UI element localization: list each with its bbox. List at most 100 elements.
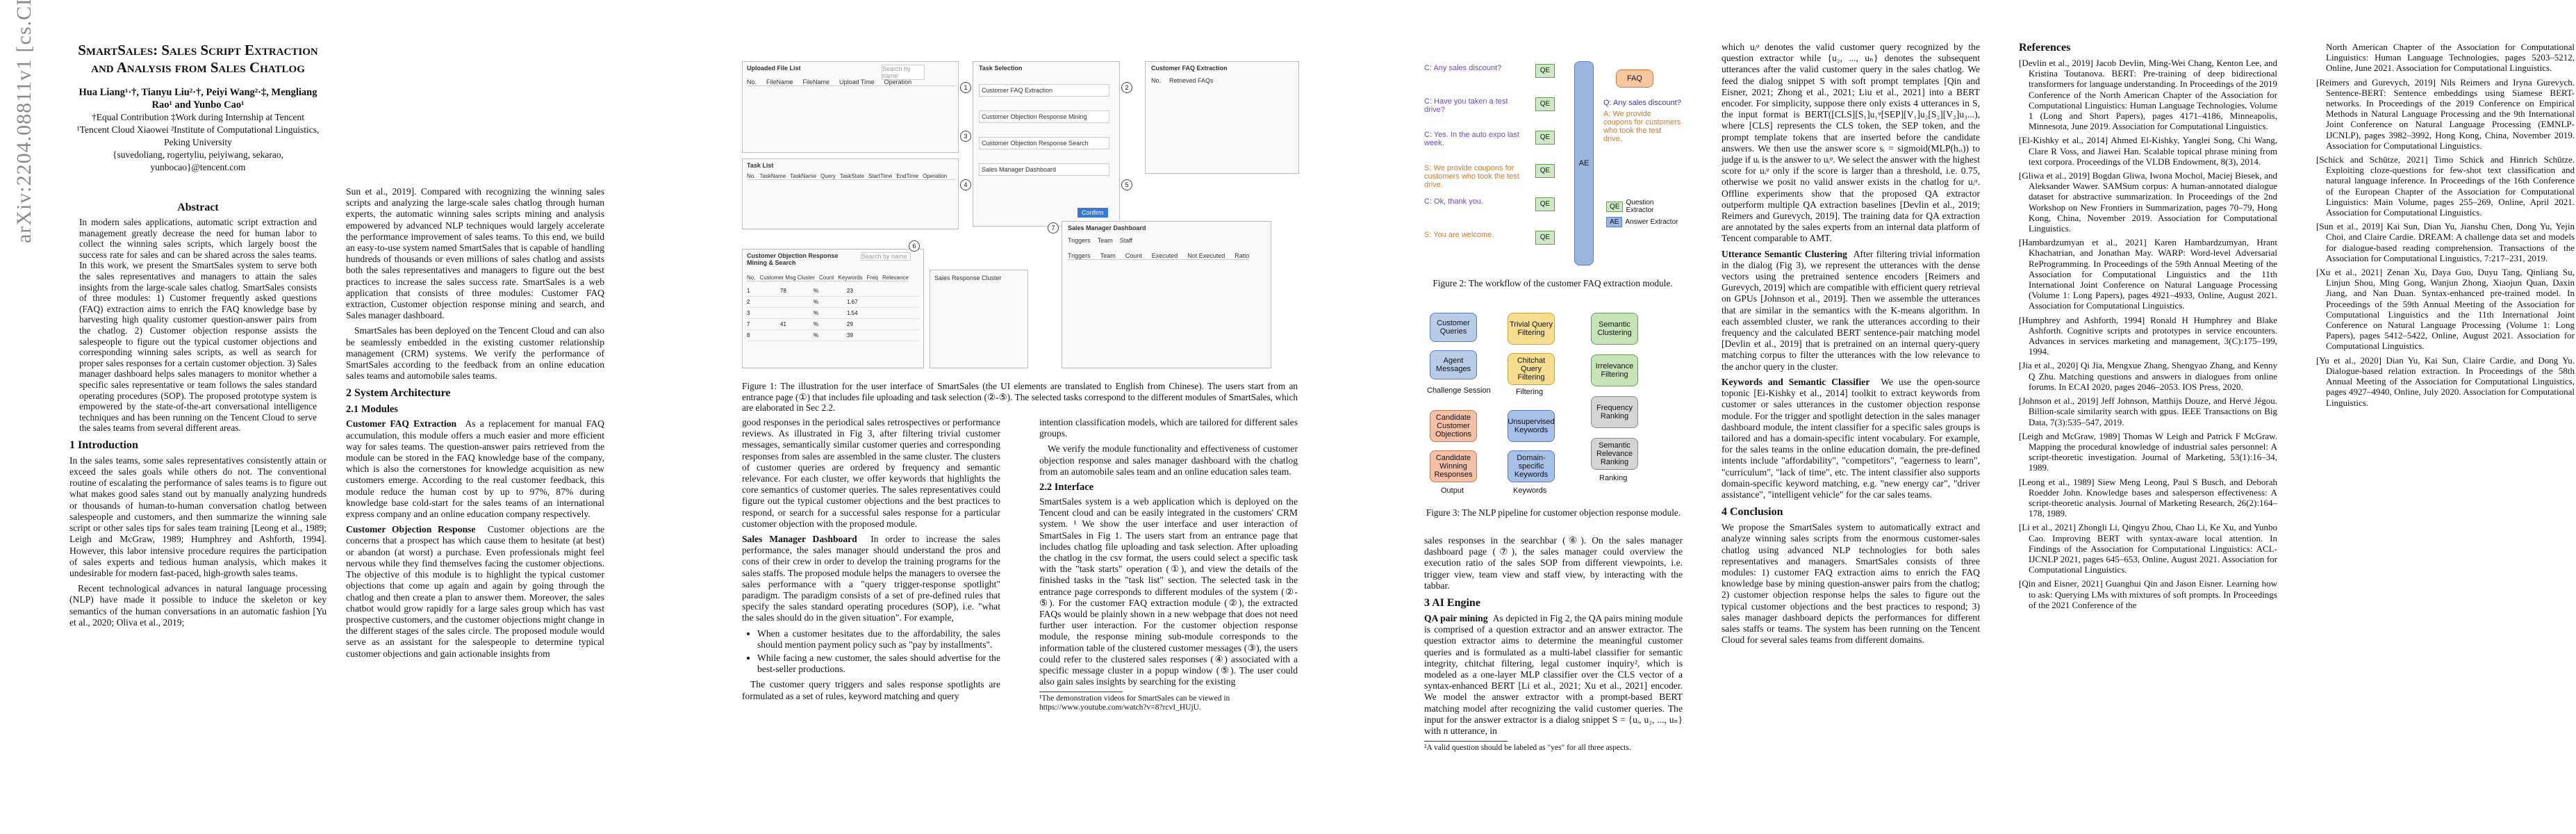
legend-ae-swatch: AE <box>1606 217 1623 227</box>
objection-header: No. <box>747 275 756 281</box>
objection-header: Freq <box>866 275 878 281</box>
file-table-headers: No. FileName FileName Upload Time Operat… <box>747 79 955 86</box>
conclusion-text: We propose the SmartSales system to auto… <box>1722 522 1980 646</box>
objection-header: Relevance <box>882 275 909 281</box>
section-3-title: 3 AI Engine <box>1424 597 1480 610</box>
task-option-objection-search[interactable]: Customer Objection Response Search <box>979 137 1109 149</box>
sop-example-2: While facing a new customer, the sales s… <box>757 653 1000 675</box>
abstract: Abstract In modern sales applications, a… <box>69 202 327 434</box>
section-2-1-title: 2.1 Modules <box>346 404 398 416</box>
ranking-label: Ranking <box>1599 474 1628 482</box>
step-marker-2: 2 <box>1121 82 1132 93</box>
table-cell: 7 <box>747 321 750 327</box>
uploaded-file-list-panel: Uploaded File List Search by name No. Fi… <box>742 61 959 153</box>
references-list-2: North American Chapter of the Associatio… <box>2316 42 2575 408</box>
keywords-paragraph: Keywords and Semantic Classifier We use … <box>1722 377 1980 500</box>
col2-paragraph-2: SmartSales has been deployed on the Tenc… <box>346 325 604 382</box>
reference-entry: [Devlin et al., 2019] Jacob Devlin, Ming… <box>2019 58 2277 132</box>
table-cell: 41 <box>780 321 786 327</box>
table-cell: % <box>814 310 819 316</box>
task-option-objection-mining[interactable]: Customer Objection Response Mining <box>979 111 1109 123</box>
column-3: good responses in the periodical sales r… <box>742 417 1000 706</box>
question-extractor-node: QE <box>1535 97 1555 111</box>
faq-extraction-panel: Customer FAQ Extraction No. Retrieved FA… <box>1145 61 1299 174</box>
col4-paragraph-1: intention classification models, which a… <box>1039 417 1298 439</box>
table-row[interactable]: 8%39 <box>747 330 919 341</box>
legend-qe-swatch: QE <box>1606 201 1624 212</box>
figure-1: Uploaded File List Search by name No. Fi… <box>742 61 1299 374</box>
candidate-responses-node: Candidate Winning Responses <box>1430 450 1477 482</box>
task-header: Query <box>820 173 836 179</box>
tab-staff[interactable]: Staff <box>1119 237 1133 244</box>
reference-entry: [Leong et al., 1989] Siew Meng Leong, Pa… <box>2019 476 2277 519</box>
trivial-filtering-node: Trivial Query Filtering <box>1508 313 1555 345</box>
objection-header: Keywords <box>838 275 863 281</box>
step-marker-4: 4 <box>960 179 971 190</box>
objection-module-text: Customer objections are the concerns tha… <box>346 524 605 659</box>
task-header: Operation <box>923 173 948 179</box>
table-cell: 23 <box>847 288 853 294</box>
file-search-input[interactable]: Search by name <box>882 65 925 80</box>
column-4: intention classification models, which a… <box>1039 417 1298 712</box>
unsupervised-keywords-node: Unsupervised Keywords <box>1508 410 1555 442</box>
objection-module-paragraph: Customer Objection Response Customer obj… <box>346 524 604 659</box>
filtering-label: Filtering <box>1516 388 1544 396</box>
sop-example-1: When a customer hesitates due to the aff… <box>757 628 1000 651</box>
keywords-head: Keywords and Semantic Classifier <box>1722 376 1870 387</box>
table-row[interactable]: 1 78% 23 <box>747 286 919 297</box>
faq-header: Retrieved FAQs <box>1169 77 1214 84</box>
column-5: sales responses in the searchbar (⑥). On… <box>1424 535 1683 753</box>
dialog-turn: C: Any sales discount? <box>1424 64 1502 72</box>
column-6: which uᵢᵠ denotes the valid customer que… <box>1722 42 1980 650</box>
objection-header: Count <box>819 275 834 281</box>
file-header: FileName <box>802 79 830 85</box>
faq-module-paragraph: Customer FAQ Extraction As a replacement… <box>346 418 604 520</box>
section-1-title: 1 Introduction <box>69 439 138 451</box>
sales-response-title: Sales Response Cluster <box>934 275 1002 281</box>
objection-panel-title: Customer Objection Response Mining & Sea… <box>747 252 839 266</box>
file-header: Upload Time <box>839 79 875 85</box>
sales-response-popup: Sales Response Cluster <box>930 270 1028 368</box>
uploaded-file-list-title: Uploaded File List <box>747 65 801 72</box>
frequency-ranking-node: Frequency Ranking <box>1591 396 1638 428</box>
tab-triggers[interactable]: Triggers <box>1068 237 1091 244</box>
table-cell: % <box>814 288 819 294</box>
table-cell: % <box>814 321 819 327</box>
table-cell: 78 <box>780 288 786 294</box>
table-row[interactable]: 3%1.54 <box>747 308 919 319</box>
step-marker-5: 5 <box>1121 179 1132 190</box>
table-cell: % <box>814 299 819 305</box>
figure-3-caption: Figure 3: The NLP pipeline for customer … <box>1426 507 1681 518</box>
faq-node: FAQ <box>1616 70 1653 88</box>
table-cell: 1 <box>747 288 750 294</box>
column-2: Sun et al., 2019]. Compared with recogni… <box>346 42 604 664</box>
confirm-button[interactable]: Confirm <box>1078 208 1108 218</box>
step-marker-6: 6 <box>909 240 920 252</box>
footnote-1: ¹The demonstration videos for SmartSales… <box>1039 694 1230 712</box>
faq-header: No. <box>1151 77 1162 84</box>
chitchat-filtering-node: Chitchat Query Filtering <box>1508 353 1555 385</box>
task-header: TaskState <box>839 173 864 179</box>
figure-3: Customer Queries Agent Messages Challeng… <box>1424 306 1683 584</box>
objection-search-input[interactable]: Search by name <box>861 252 911 261</box>
qa-mining-text: As depicted in Fig 2, the QA pairs minin… <box>1424 613 1683 737</box>
step-marker-3: 3 <box>960 131 971 142</box>
emails: {suvedoliang, rogertyliu, peiyiwang, sek… <box>112 149 284 172</box>
dashboard-tabs: Triggers Team Staff <box>1068 237 1132 244</box>
task-header: StartTime <box>868 173 893 179</box>
figure-1-caption: Figure 1: The illustration for the user … <box>742 381 1298 414</box>
task-option-dashboard[interactable]: Sales Manager Dashboard <box>979 163 1109 176</box>
section-2-2-title: 2.2 Interface <box>1039 482 1094 493</box>
table-row[interactable]: 2%1.67 <box>747 297 919 308</box>
legend-qe-label: Question Extractor <box>1626 199 1654 214</box>
reference-entry: [Leigh and McGraw, 1989] Thomas W Leigh … <box>2019 430 2277 473</box>
reference-entry: [Sun et al., 2019] Kai Sun, Dian Yu, Jia… <box>2316 221 2575 263</box>
question-extractor-node: QE <box>1535 197 1555 211</box>
dashboard-header: Team <box>1100 252 1116 259</box>
reference-entry: [Gliwa et al., 2019] Bogdan Gliwa, Iwona… <box>2019 170 2277 234</box>
task-option-faq[interactable]: Customer FAQ Extraction <box>979 84 1109 97</box>
qa-mining-head: QA pair mining <box>1424 613 1488 624</box>
tab-team[interactable]: Team <box>1097 237 1113 244</box>
